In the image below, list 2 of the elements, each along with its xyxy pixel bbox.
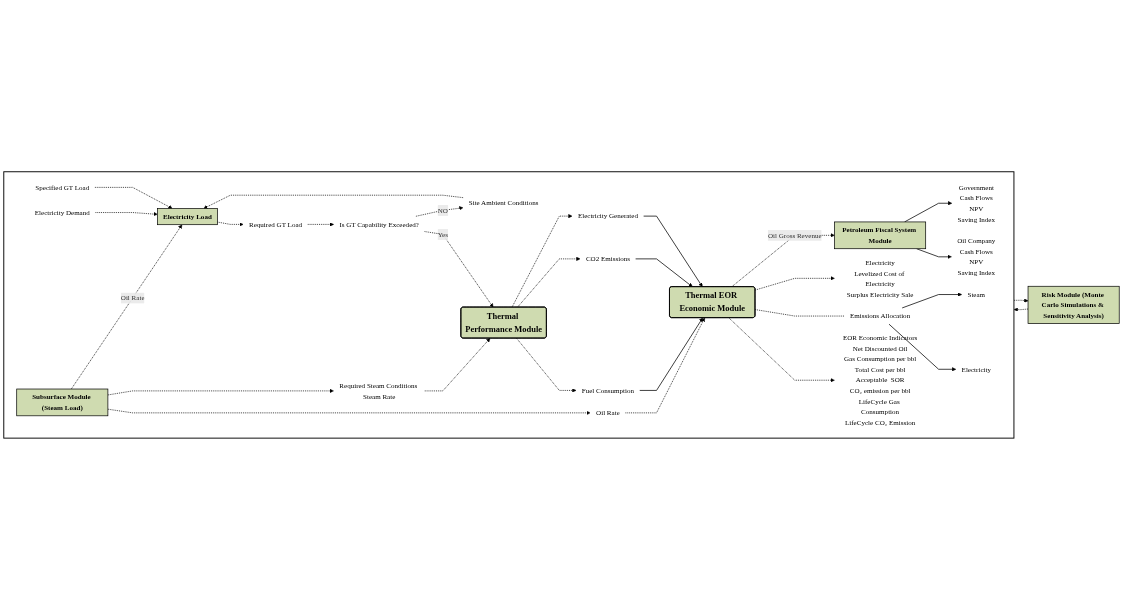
cluster <box>3 171 1015 439</box>
connector <box>754 309 845 317</box>
